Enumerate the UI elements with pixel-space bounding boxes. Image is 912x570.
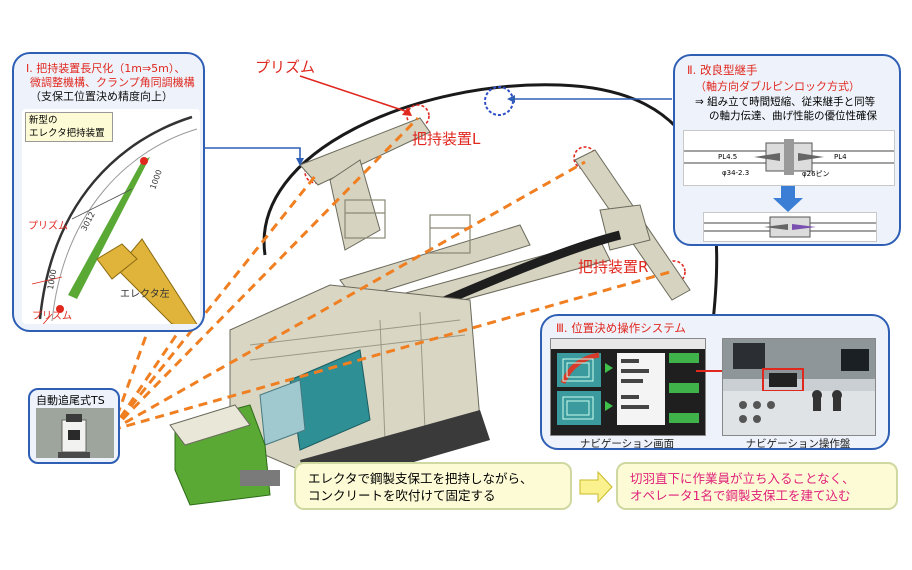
down-arrow-icon	[773, 186, 803, 212]
pin-left-label: φ34-2.3	[722, 169, 750, 177]
holder-diagram	[31, 115, 198, 324]
plate-left-label: PL4.5	[718, 153, 738, 161]
plate-right-label: PL4	[834, 153, 847, 161]
panel1-prism-upper: プリズム	[28, 221, 68, 232]
callout-left-line2: コンクリートを吹付けて固定する	[308, 488, 496, 503]
ts-title: 自動追尾式TS	[36, 394, 105, 407]
callout-right-line2: オペレータ1名で鋼製支保工を建て込む	[630, 488, 851, 503]
panel-holder-extension: Ⅰ. 把持装置長尺化（1m⇒5m）、 微調整機構、クランプ角同調機構 （支保工位…	[12, 52, 205, 332]
callout-left-line1: エレクタで鋼製支保工を把持しながら、	[308, 471, 533, 486]
joint-drawing-top: PL4.5 PL4 φ34-2.3 φ26ピン	[683, 130, 895, 186]
navigation-screen-image	[550, 338, 706, 436]
holder-l-label: 把持装置L	[412, 130, 481, 148]
panel3-title: Ⅲ. 位置決め操作システム	[556, 321, 686, 335]
caption-navigation-screen: ナビゲーション画面	[579, 438, 675, 450]
caption-navigation-console: ナビゲーション操作盤	[745, 438, 851, 450]
prism-label-top: プリズム	[255, 58, 316, 76]
pin-right-label: φ26ピン	[802, 170, 830, 178]
panel-positioning-system: Ⅲ. 位置決め操作システム ナビゲーション画面	[540, 314, 890, 450]
new-holder-note: 新型の エレクタ把持装置	[25, 112, 113, 142]
panel1-title-line1: Ⅰ. 把持装置長尺化（1m⇒5m）、	[26, 62, 186, 75]
callout-spraying: エレクタで鋼製支保工を把持しながら、 コンクリートを吹付けて固定する	[294, 462, 572, 510]
note-line2: エレクタ把持装置	[29, 128, 105, 139]
joint-drawing-bottom	[703, 212, 877, 242]
console-link-line	[696, 370, 722, 372]
panel1-prism-lower: プリズム	[32, 311, 72, 322]
panel2-subtitle: （軸方向ダブルピンロック方式）	[695, 80, 860, 93]
ts-photo	[36, 408, 114, 458]
panel-total-station: 自動追尾式TS	[28, 388, 120, 464]
panel2-bullet2: の軸力伝達、曲げ性能の優位性確保	[709, 110, 877, 122]
panel1-title-line2: 微調整機構、クランプ角同調機構	[30, 76, 195, 89]
callout-right-line1: 切羽直下に作業員が立ち入ることなく、	[630, 471, 855, 486]
erector-left-label: エレクタ左	[120, 289, 170, 300]
holder-r-label: 把持装置R	[578, 258, 649, 276]
panel1-diagram-area: 新型の エレクタ把持装置 プリズム プリズム エレクタ左 1000 3012 1…	[22, 109, 200, 324]
joint-marker-circle	[484, 86, 514, 116]
panel2-title: Ⅱ. 改良型継手	[687, 63, 758, 77]
panel-improved-joint: Ⅱ. 改良型継手 （軸方向ダブルピンロック方式） ⇒ 組み立て時間短縮、従来継手…	[673, 54, 901, 246]
panel1-subtitle: （支保工位置決め精度向上）	[30, 90, 173, 103]
callout-no-entry: 切羽直下に作業員が立ち入ることなく、 オペレータ1名で鋼製支保工を建て込む	[616, 462, 898, 510]
note-line1: 新型の	[29, 115, 58, 126]
panel2-bullet1: ⇒ 組み立て時間短縮、従来継手と同等	[695, 96, 876, 108]
navigation-console-image	[722, 338, 876, 436]
